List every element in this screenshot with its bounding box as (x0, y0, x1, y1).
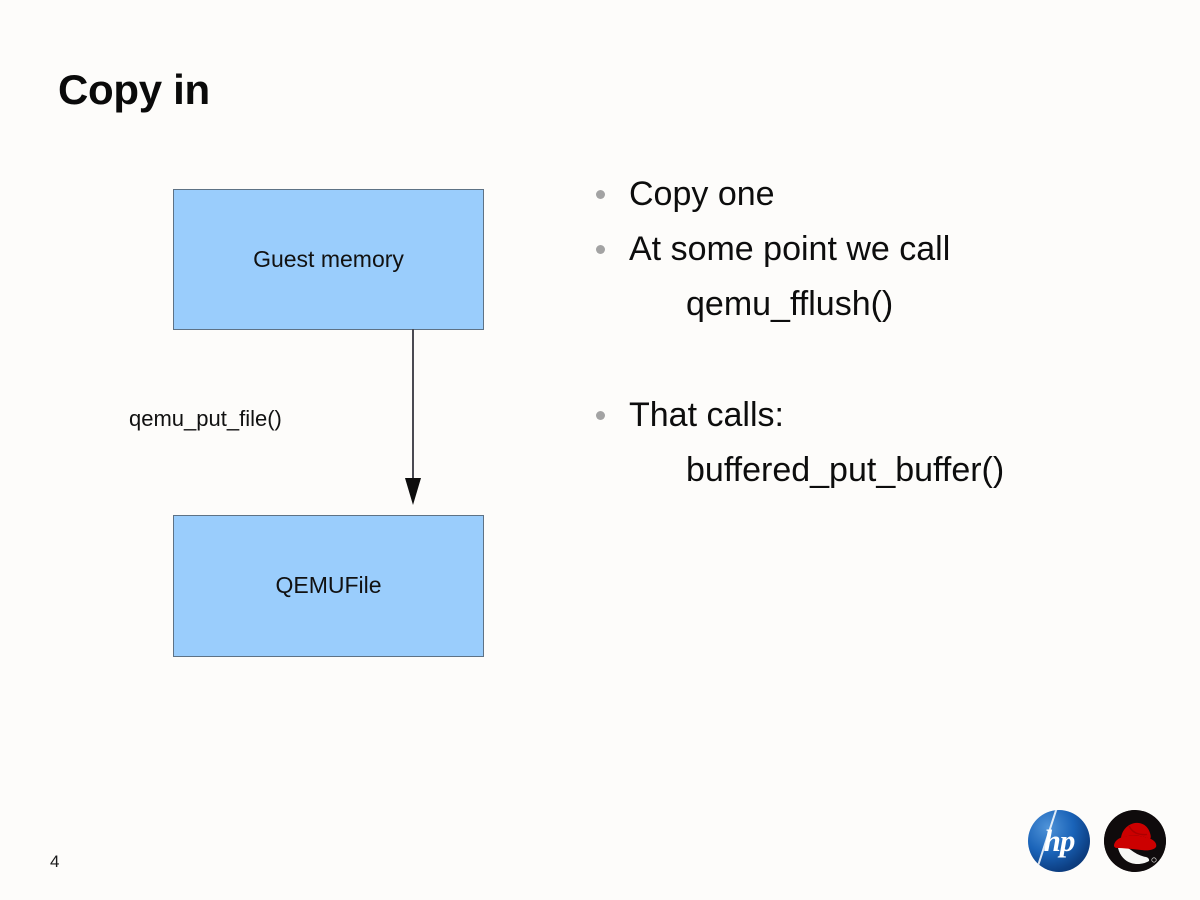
flow-arrow-head-icon (405, 478, 421, 505)
bullet-sub-text: buffered_put_buffer() (686, 450, 1005, 489)
diagram-node-qemufile[interactable]: QEMUFile (173, 515, 484, 657)
bullet-text: Copy one (629, 175, 775, 213)
diagram-node-label: QEMUFile (275, 572, 382, 599)
bullet-text: That calls: (629, 395, 784, 434)
bullet-text: At some point we call (629, 229, 951, 268)
flow-arrow-label: qemu_put_file() (129, 406, 282, 431)
hp-logo-icon: hp (1028, 810, 1090, 872)
bullet-list: Copy one At some point we call qemu_fflu… (596, 172, 1156, 502)
bullet-sub-text: qemu_fflush() (686, 284, 894, 323)
list-item: Copy one (596, 172, 1156, 217)
bullet-dot-icon (596, 190, 605, 199)
page-number: 4 (50, 852, 60, 871)
page-title: Copy in (58, 66, 210, 113)
list-item: At some point we call (596, 227, 1156, 272)
flow-diagram: Guest memory qemu_put_file() QEMUFile (0, 0, 560, 900)
diagram-node-label: Guest memory (253, 245, 404, 272)
diagram-node-guest-memory[interactable]: Guest memory (173, 189, 484, 330)
red-hat-logo-icon (1104, 810, 1166, 872)
bullet-dot-icon (596, 410, 605, 420)
bullet-dot-icon (596, 244, 605, 254)
hp-logo-text: hp (1043, 822, 1076, 858)
list-item: That calls: (596, 393, 1156, 438)
red-hat-shadowman-svg (1104, 810, 1166, 872)
flow-arrow-line (412, 329, 414, 481)
footer-logos: hp (1028, 810, 1166, 872)
bullet-spacer (596, 337, 1156, 393)
